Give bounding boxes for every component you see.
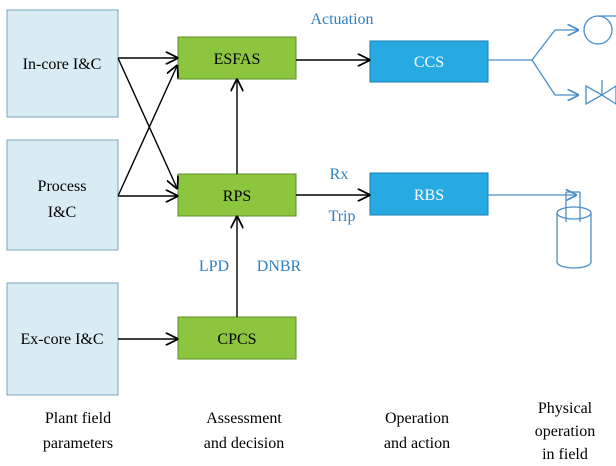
caption-operation-line2: and action [384,435,450,452]
lpd-label: LPD [199,258,229,275]
in-core-ic-label: In-core I&C [23,56,102,73]
caption-assess-line1: Assessment [206,410,282,427]
source-arrows [117,57,369,339]
caption-physical-line3: in field [542,446,588,463]
caption-assess-line2: and decision [204,435,284,452]
caption-plant-line1: Plant field [45,410,111,427]
esfas-label: ESFAS [214,51,261,68]
actuation-label: Actuation [310,11,373,28]
esfas-box [177,36,297,80]
dnbr-label: DNBR [257,258,302,275]
caption-physical-line2: operation [535,423,595,440]
process-ic-label-line2: I&C [48,204,76,221]
process-ic-label-line1: Process [38,178,87,195]
rbs-box [369,172,489,216]
in-core-ic-box [6,9,119,118]
control-rod-vessel-icon [556,191,592,269]
caption-physical-line1: Physical [538,400,593,417]
rx-label: Rx [330,166,349,183]
arrow-process-to-esfas [117,66,177,197]
caption-plant-line2: parameters [43,435,113,452]
valve-icon [585,80,616,106]
caption-operation-line1: Operation [385,410,449,427]
rbs-label: RBS [414,187,444,204]
ex-core-ic-label: Ex-core I&C [20,331,103,348]
trip-label: Trip [329,208,356,225]
process-ic-box [6,139,119,251]
rps-box [177,173,297,217]
cpcs-box [177,316,297,360]
ex-core-ic-box [6,282,119,396]
rps-label: RPS [223,188,251,205]
arrow-incore-to-rps [117,57,177,188]
cpcs-label: CPCS [217,331,256,348]
ccs-label: CCS [414,54,444,71]
pump-icon [583,15,616,45]
ccs-field-lines [488,30,578,95]
